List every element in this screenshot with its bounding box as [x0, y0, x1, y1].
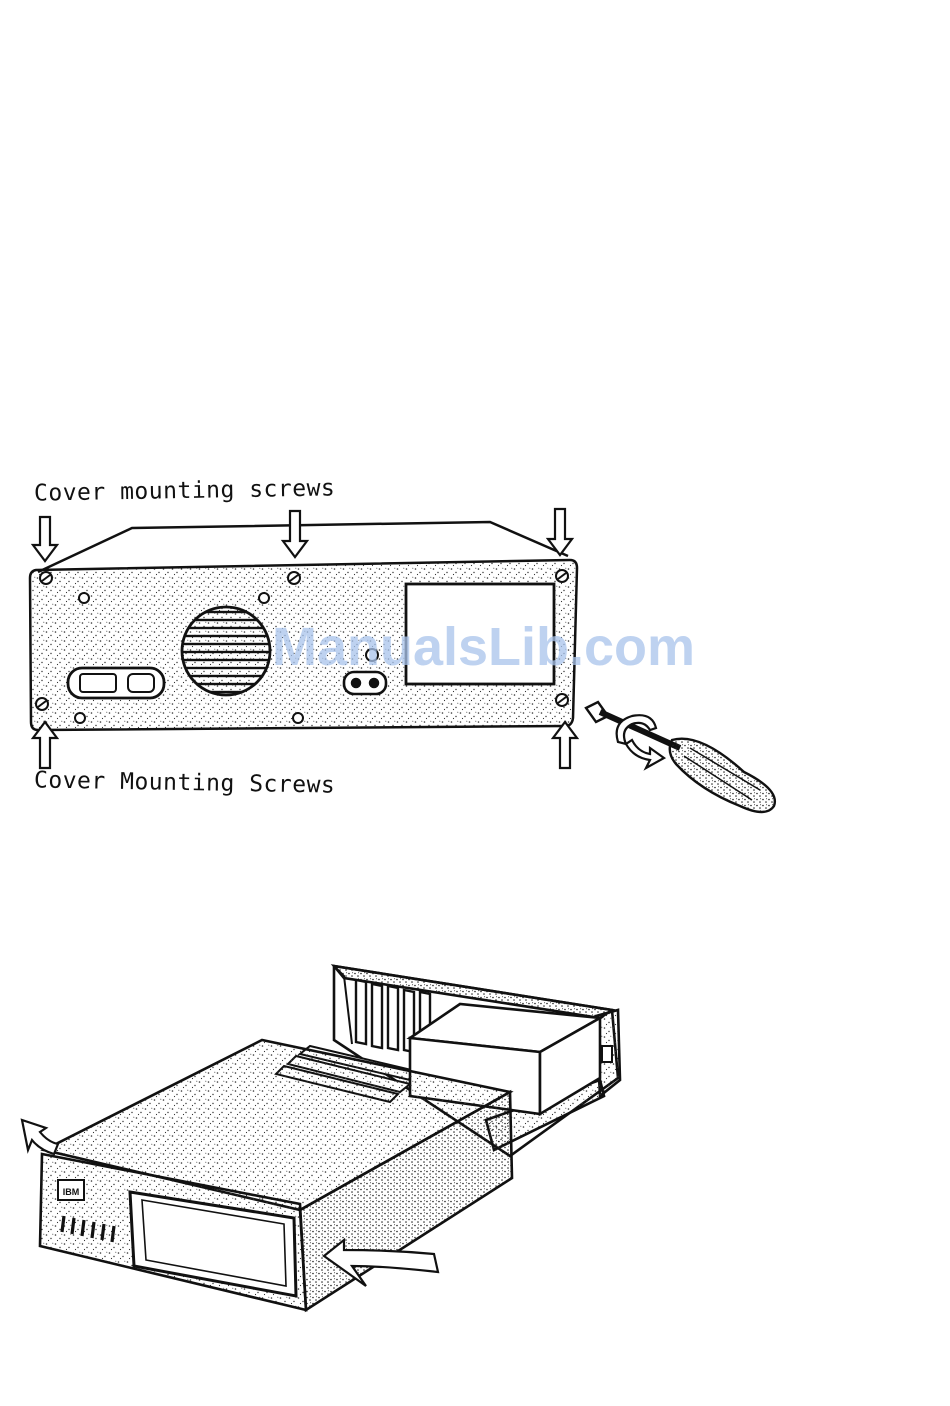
- cover-screws-label-top: Cover mounting screws: [34, 475, 336, 506]
- curved-arrow-icon: [22, 1120, 58, 1154]
- screwdriver-icon: [586, 702, 775, 812]
- watermark: ManualsLib.com: [272, 616, 695, 678]
- cover-screws-label-bottom: Cover Mounting Screws: [34, 767, 336, 798]
- up-arrow-icon: [553, 722, 577, 768]
- fan-grille: [182, 607, 270, 695]
- rotation-arrow-icon: [617, 715, 664, 768]
- down-arrow-icon: [33, 517, 57, 561]
- ibm-badge: IBM: [63, 1187, 80, 1197]
